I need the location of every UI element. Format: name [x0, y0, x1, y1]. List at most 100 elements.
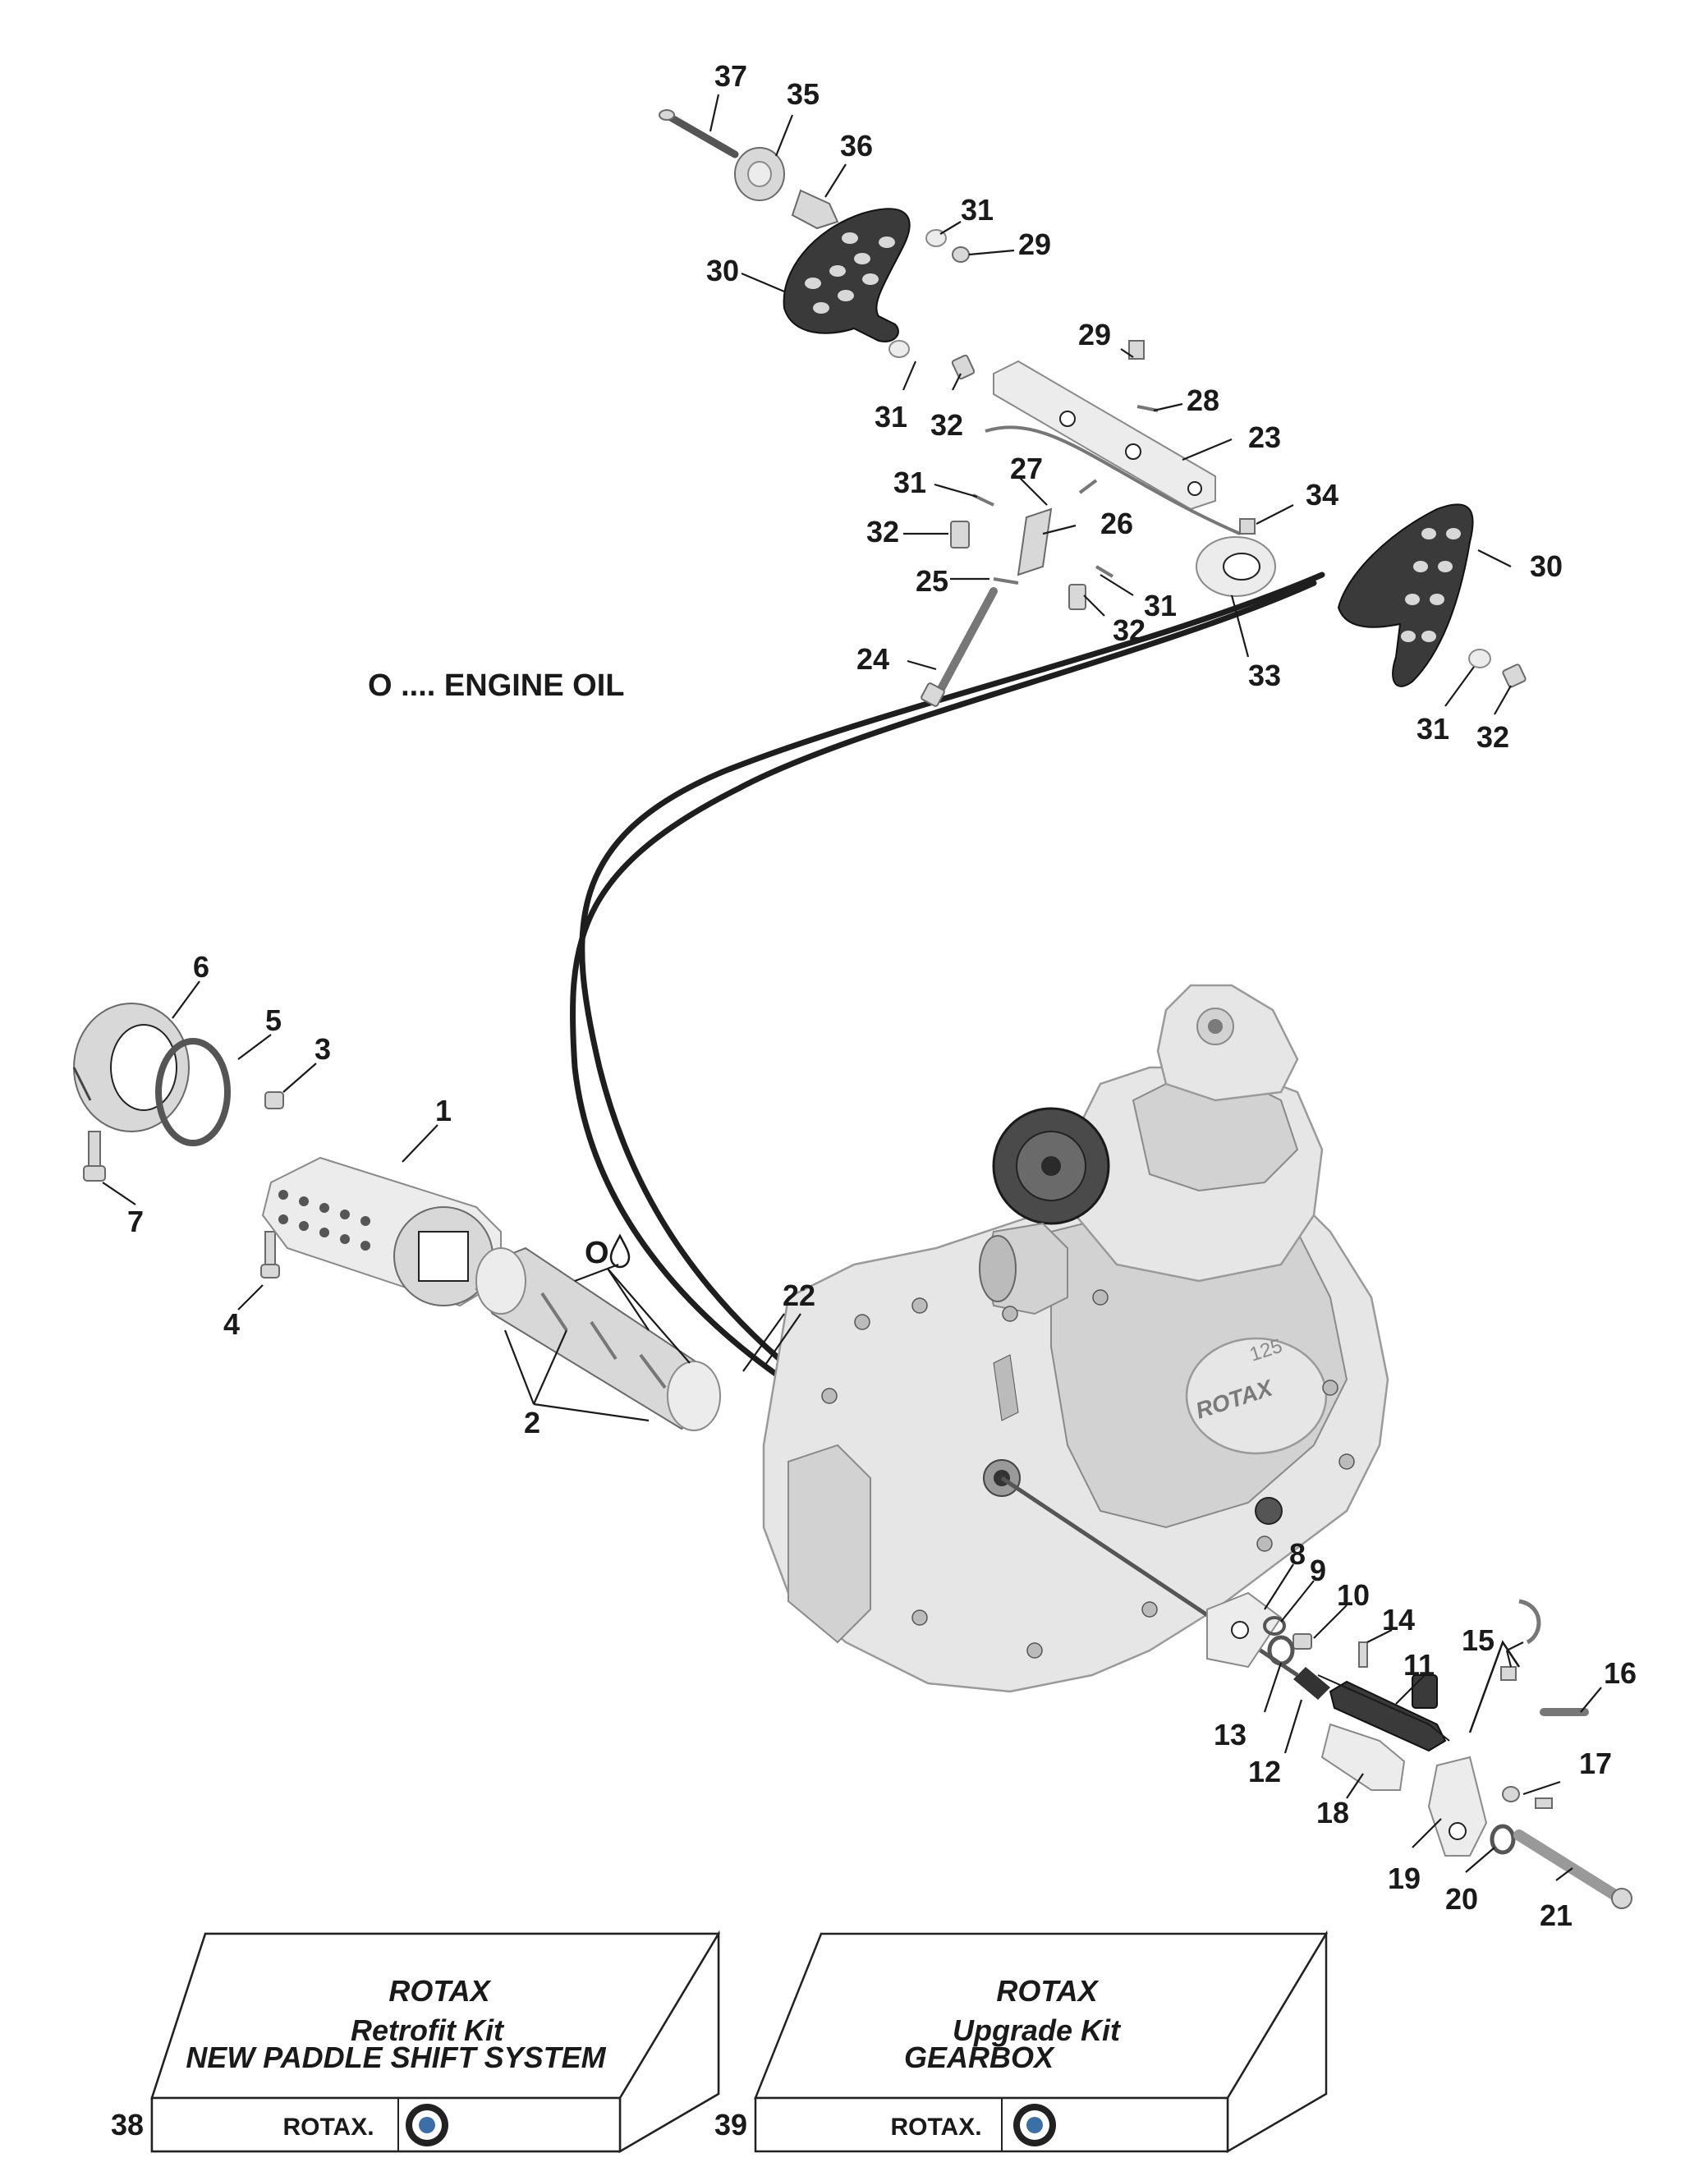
kit-39-line2: GEARBOX [904, 2041, 1055, 2074]
part-18-spacer [1320, 1723, 1406, 1791]
callout-20: 20 [1445, 1882, 1478, 1916]
callout-32-center: 32 [1113, 613, 1146, 647]
callout-7: 7 [127, 1205, 144, 1238]
engine-oil-legend: O .... ENGINE OIL [368, 668, 624, 703]
part-20-washer [1490, 1824, 1516, 1855]
part-33-collar [1196, 536, 1276, 597]
callout-31-mid: 31 [875, 400, 907, 434]
kit-39-line1: Upgrade Kit [953, 2013, 1122, 2047]
callout-8: 8 [1289, 1537, 1306, 1571]
callout-24: 24 [856, 642, 889, 676]
callout-21: 21 [1540, 1898, 1573, 1932]
part-14-pin [1358, 1641, 1368, 1668]
callout-31-center: 31 [1144, 589, 1177, 622]
callout-17: 17 [1579, 1747, 1612, 1780]
callout-16: 16 [1604, 1656, 1637, 1690]
part-4-screw [260, 1231, 280, 1279]
part-30-paddle-left [783, 208, 911, 342]
callout-18: 18 [1316, 1796, 1349, 1829]
part-31-32-right [1468, 649, 1527, 688]
part-23-paddle-bracket [985, 360, 1241, 535]
part-8-cover-plate [1206, 1591, 1283, 1669]
engine-assembly: ROTAX 125 [762, 984, 1389, 1693]
callout-36: 36 [840, 129, 873, 163]
part-32-screw-a [951, 354, 976, 380]
part-27-pin [1078, 479, 1098, 494]
callout-15: 15 [1462, 1623, 1494, 1657]
oil-symbol-icon: O [585, 1233, 631, 1270]
part-10-bushing [1292, 1633, 1312, 1650]
part-26-bushing [1017, 507, 1053, 576]
kit-38-footer-brand: ROTAX. [282, 2114, 374, 2141]
callout-31-right: 31 [1416, 712, 1449, 746]
part-6-clamp-ring [72, 1003, 190, 1132]
kit-box-39: ROTAX Upgrade Kit GEARBOX ROTAX. 39 [714, 1930, 1329, 2154]
part-21-long-bolt [1513, 1829, 1632, 1909]
callout-39: 39 [714, 2108, 747, 2142]
part-37-long-screw [659, 109, 739, 158]
callout-3: 3 [315, 1032, 331, 1066]
part-3-nut [264, 1091, 284, 1109]
callout-5: 5 [265, 1003, 282, 1037]
part-2-shift-drum [475, 1246, 721, 1431]
part-34-nut [1239, 518, 1256, 535]
part-9-o-ring [1263, 1616, 1286, 1636]
part-1-shift-drum-housing [261, 1156, 502, 1307]
callout-14: 14 [1382, 1603, 1415, 1637]
callout-23: 23 [1248, 420, 1281, 454]
part-19-lever [1427, 1756, 1488, 1857]
kit-box-38: ROTAX Retrofit Kit NEW PADDLE SHIFT SYST… [111, 1930, 721, 2154]
part-30-paddle-right [1337, 503, 1474, 687]
callout-30-left: 30 [706, 254, 739, 287]
callout-4: 4 [223, 1307, 240, 1341]
callout-31-top: 31 [961, 193, 994, 227]
part-36-spacer [791, 189, 839, 230]
callout-31-left: 31 [893, 466, 926, 499]
part-15-clip [1500, 1599, 1541, 1681]
callout-26: 26 [1100, 507, 1133, 540]
leader-lines [102, 94, 1602, 1881]
part-12-spring [1293, 1667, 1330, 1700]
part-7-screw [83, 1131, 106, 1182]
kit-38-line1: Retrofit Kit [351, 2013, 505, 2047]
part-35-spring-washer [734, 147, 785, 201]
callout-37: 37 [714, 59, 747, 93]
callout-28: 28 [1187, 383, 1219, 417]
kit-39-brand: ROTAX [996, 1974, 1099, 2008]
callout-32-left: 32 [866, 515, 899, 549]
callout-32-right: 32 [1476, 720, 1509, 754]
part-17-washer [1502, 1786, 1553, 1809]
part-11-shift-shaft [1329, 1674, 1447, 1752]
callout-19: 19 [1388, 1862, 1421, 1895]
part-29-nut [1128, 340, 1145, 360]
svg-text:O: O [585, 1236, 609, 1270]
callout-labels: 1 2 3 4 5 6 7 8 9 10 11 12 13 14 15 16 1… [127, 59, 1637, 1932]
callout-30-right: 30 [1530, 549, 1563, 583]
callout-1: 1 [435, 1094, 452, 1127]
callout-27: 27 [1010, 452, 1043, 485]
kit-38-brand: ROTAX [388, 1974, 491, 2008]
callout-25: 25 [916, 564, 948, 598]
callout-35: 35 [787, 77, 820, 111]
brp-logo-icon [1013, 2104, 1056, 2146]
callout-11: 11 [1403, 1648, 1435, 1682]
callout-6: 6 [193, 950, 209, 984]
callout-33: 33 [1248, 659, 1281, 692]
part-24-long-bolt [921, 587, 998, 707]
callout-9: 9 [1310, 1554, 1326, 1587]
part-25-washer [993, 577, 1019, 585]
part-13-seal [1267, 1635, 1295, 1666]
callout-29-upper: 29 [1018, 227, 1051, 261]
callout-2: 2 [524, 1406, 540, 1439]
part-5-o-ring [155, 1038, 231, 1146]
kit-39-footer-brand: ROTAX. [890, 2114, 981, 2141]
kit-38-line2: NEW PADDLE SHIFT SYSTEM [186, 2041, 606, 2074]
callout-12: 12 [1248, 1755, 1281, 1788]
part-31-washers-top [888, 229, 970, 358]
callout-34: 34 [1306, 478, 1338, 512]
callout-38: 38 [111, 2108, 144, 2142]
brp-logo-icon [406, 2104, 448, 2146]
callout-29-lower: 29 [1078, 318, 1111, 351]
callout-13: 13 [1214, 1718, 1247, 1751]
